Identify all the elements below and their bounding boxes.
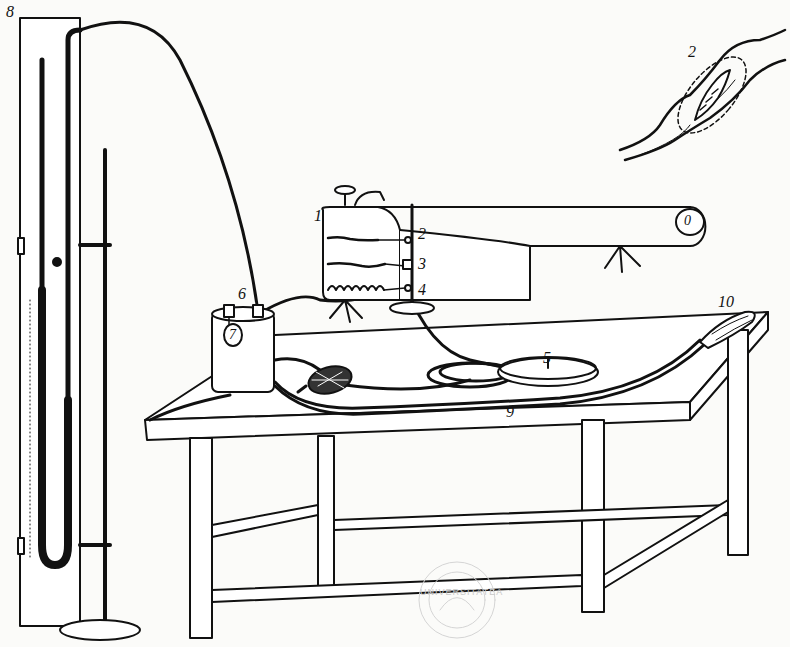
table-apron-front <box>145 402 690 440</box>
table-leg <box>318 436 334 586</box>
trace-line <box>328 286 384 290</box>
board-clip <box>18 538 24 554</box>
spindle-knob <box>335 186 355 194</box>
bottle-stopper <box>253 305 263 317</box>
table-leg <box>728 330 748 555</box>
valve-ring <box>224 324 242 346</box>
artery-inset <box>620 30 785 160</box>
rubber-bulb <box>298 362 355 399</box>
clamp <box>405 285 411 291</box>
stand-clamp <box>80 543 110 547</box>
mercury-manometer <box>18 18 140 640</box>
seal-ring <box>419 562 495 638</box>
stand-foot <box>390 302 434 314</box>
cuff-body <box>700 312 755 348</box>
manometer-scale <box>30 300 31 560</box>
time-marker <box>384 288 405 290</box>
drum-mark: 0 <box>684 214 691 228</box>
tube <box>80 22 258 312</box>
watermark-text: UNIVERSITATEA <box>420 588 503 597</box>
clamp <box>405 237 411 243</box>
drum-roll <box>676 209 704 235</box>
clamp <box>403 260 412 269</box>
tripod-foot <box>330 300 362 322</box>
mercury-column <box>42 290 68 565</box>
stand-rod <box>103 150 107 628</box>
vessel-wall <box>625 60 785 160</box>
callout-number: 8 <box>6 4 14 20</box>
u-tube <box>42 30 80 565</box>
callout-number: 2 <box>418 226 426 242</box>
cannula <box>695 70 730 120</box>
cuff-fold <box>712 316 752 340</box>
ligature <box>700 89 718 110</box>
bottle-top <box>212 307 274 321</box>
table-stretcher <box>334 505 728 530</box>
tube <box>150 395 230 420</box>
callout-number: 7 <box>229 328 236 342</box>
table-stretcher <box>212 505 318 537</box>
callout-number: 6 <box>238 286 246 302</box>
tube <box>275 340 700 408</box>
table-leg <box>190 438 212 638</box>
cuff <box>700 312 755 348</box>
callout-number: 2 <box>688 44 696 60</box>
tube <box>275 359 320 370</box>
tube <box>275 344 705 414</box>
callout-number: 1 <box>314 208 322 224</box>
callout-number: 9 <box>506 404 514 420</box>
stand-clamp <box>80 243 110 247</box>
bulb-body <box>305 362 354 399</box>
callout-number: 10 <box>718 294 734 310</box>
board-clip <box>18 238 24 254</box>
dashed-outline <box>666 46 759 145</box>
pressure-bottle <box>212 305 274 392</box>
writing-lever <box>378 239 405 241</box>
kymograph <box>322 186 705 322</box>
rubber-tubing <box>80 22 705 420</box>
table-stretcher <box>604 500 728 588</box>
seal-emblem <box>440 598 474 611</box>
table-stretcher <box>212 575 582 602</box>
callout-number: 5 <box>543 350 551 366</box>
bottle-body <box>212 312 274 392</box>
bottle-stopper <box>224 305 234 317</box>
bulb-valve <box>298 386 306 392</box>
callout-number: 4 <box>418 282 426 298</box>
vessel-wall <box>620 30 785 150</box>
bulb-mesh <box>312 372 348 388</box>
tripod-foot <box>605 246 640 272</box>
drum-body <box>322 207 400 300</box>
callout-number: 3 <box>418 256 426 272</box>
watermark-seal <box>419 562 495 638</box>
trace-line <box>328 237 378 240</box>
seal-ring <box>429 572 485 628</box>
table <box>145 312 768 638</box>
float-marker <box>53 258 61 266</box>
stand-base <box>60 620 140 640</box>
trace-line <box>328 263 385 266</box>
manometer-board <box>20 18 80 626</box>
governor <box>355 192 384 205</box>
